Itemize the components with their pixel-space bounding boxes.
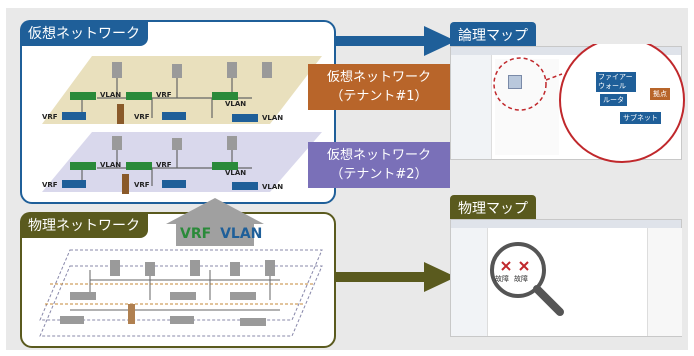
callout-subnet: サブネット	[620, 112, 661, 124]
tenant2-label: 仮想ネットワーク （テナント#2）	[308, 142, 450, 188]
callout-router: ルータ	[600, 94, 627, 106]
vlan-label: VLAN	[225, 169, 246, 177]
callout-firewall: ファイアー ウォール	[596, 72, 636, 92]
firewall-icon	[122, 174, 129, 194]
logical-map-zoom	[493, 44, 685, 163]
tenant2-label-line2: （テナント#2）	[330, 167, 428, 182]
vrf-label: VRF	[42, 113, 58, 121]
vrf-label: VRF	[134, 181, 150, 189]
virtual-network-planes: VRF VLAN VRF VLAN VRF VLAN VLAN VRF VRF …	[42, 56, 322, 194]
arrow-to-logical-map	[334, 26, 456, 56]
physical-map-magnifier	[490, 242, 564, 316]
protocol-vrf: VRF	[180, 226, 212, 242]
arrow-to-physical-map	[334, 262, 456, 292]
virtual-network-title: 仮想ネットワーク	[20, 20, 148, 46]
tenant2-label-line1: 仮想ネットワーク	[326, 148, 431, 163]
fault-label-2: 故障	[514, 275, 528, 283]
physical-network-topology	[39, 249, 323, 337]
tenant1-label-line1: 仮想ネットワーク	[326, 70, 431, 85]
vlan-label: VLAN	[100, 91, 121, 99]
vrf-label: VRF	[42, 181, 58, 189]
physical-network-title: 物理ネットワーク	[20, 212, 148, 238]
firewall-icon	[117, 104, 124, 124]
vlan-label: VLAN	[262, 183, 283, 191]
vrf-label: VRF	[134, 113, 150, 121]
tenant1-label-line2: （テナント#1）	[330, 89, 428, 104]
fault-label-1: 故障	[495, 275, 509, 283]
physical-map-screenshot	[450, 219, 682, 337]
vrf-label: VRF	[156, 161, 172, 169]
up-arrow	[166, 198, 264, 246]
vlan-label: VLAN	[225, 100, 246, 108]
callout-site: 拠点	[650, 88, 670, 100]
vlan-label: VLAN	[100, 161, 121, 169]
tenant1-label: 仮想ネットワーク （テナント#1）	[308, 64, 450, 110]
protocol-vlan: VLAN	[220, 226, 263, 242]
protocol-labels: VRF VLAN	[180, 226, 262, 242]
firewall-icon	[128, 304, 135, 324]
logical-map-title: 論理マップ	[450, 22, 536, 48]
vlan-label: VLAN	[262, 114, 283, 122]
vrf-label: VRF	[156, 91, 172, 99]
physical-map-title: 物理マップ	[450, 195, 536, 221]
